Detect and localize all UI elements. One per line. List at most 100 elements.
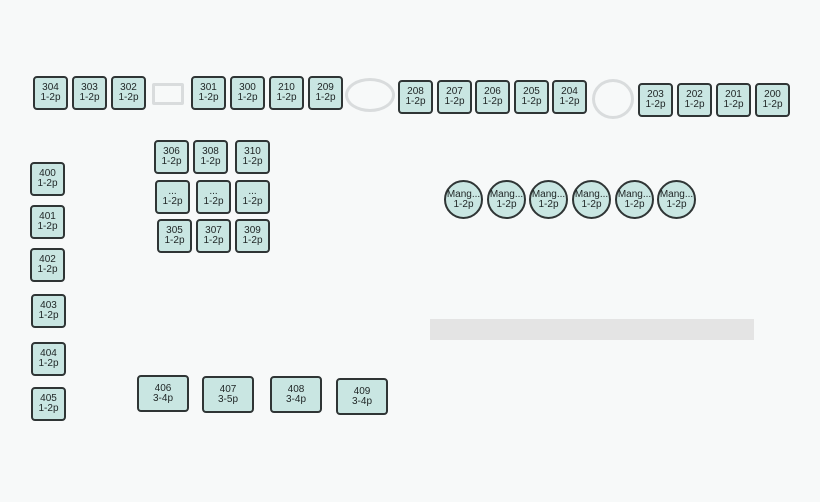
table-name: 207 [446,87,463,97]
round-table-5[interactable]: Mang...1-2p [615,180,654,219]
table-name: 200 [764,90,781,100]
round-table-2[interactable]: Mang...1-2p [487,180,526,219]
table-name: 203 [647,90,664,100]
table-capacity: 1-2p [164,236,185,246]
table-name: 407 [219,384,237,395]
table-capacity: 1-2p [444,97,465,107]
table-name: 300 [239,83,256,93]
table-capacity: 1-2p [538,199,559,210]
table-capacity: 1-2p [203,236,224,246]
table-capacity: 1-2p [242,236,263,246]
table-name: 409 [353,386,371,397]
table-capacity: 1-2p [723,100,744,110]
table-capacity: 1-2p [581,199,602,210]
table-unnamed-3[interactable]: ...1-2p [235,180,270,214]
round-table-1[interactable]: Mang...1-2p [444,180,483,219]
table-name: 303 [81,83,98,93]
table-capacity: 3-4p [351,396,372,407]
table-name: 208 [407,87,424,97]
table-name: Mang... [531,189,566,200]
table-name: ... [168,187,177,197]
table-name: Mang... [659,189,694,200]
fixture-oval [345,78,395,112]
table-name: Mang... [446,189,481,200]
table-name: ... [209,187,218,197]
table-capacity: 1-2p [242,157,263,167]
table-capacity: 1-2p [762,100,783,110]
table-capacity: 1-2p [405,97,426,107]
table-name: 406 [154,383,172,394]
table-name: 403 [40,301,57,311]
table-capacity: 1-2p [237,93,258,103]
table-capacity: 1-2p [162,197,183,207]
table-capacity: 1-2p [624,199,645,210]
table-capacity: 1-2p [118,93,139,103]
table-capacity: 1-2p [559,97,580,107]
round-table-3[interactable]: Mang...1-2p [529,180,568,219]
table-capacity: 1-2p [37,222,58,232]
table-unnamed-1[interactable]: ...1-2p [155,180,190,214]
table-unnamed-2[interactable]: ...1-2p [196,180,231,214]
table-capacity: 1-2p [198,93,219,103]
table-name: 310 [244,147,261,157]
table-capacity: 1-2p [40,93,61,103]
table-capacity: 1-2p [276,93,297,103]
table-capacity: 3-4p [152,393,173,404]
table-name: 209 [317,83,334,93]
table-capacity: 1-2p [38,311,59,321]
table-name: 202 [686,90,703,100]
round-table-4[interactable]: Mang...1-2p [572,180,611,219]
table-name: 204 [561,87,578,97]
table-name: 404 [40,349,57,359]
table-name: 308 [202,147,219,157]
table-capacity: 1-2p [38,359,59,369]
table-capacity: 1-2p [645,100,666,110]
round-table-6[interactable]: Mang...1-2p [657,180,696,219]
table-name: 210 [278,83,295,93]
table-name: 307 [205,226,222,236]
table-capacity: 1-2p [203,197,224,207]
table-name: 304 [42,83,59,93]
table-capacity: 1-2p [38,404,59,414]
table-name: 301 [200,83,217,93]
table-name: 309 [244,226,261,236]
table-name: 206 [484,87,501,97]
table-name: Mang... [574,189,609,200]
table-name: 306 [163,147,180,157]
fixture-rectangle [152,83,184,105]
table-name: 405 [40,394,57,404]
table-name: 400 [39,169,56,179]
